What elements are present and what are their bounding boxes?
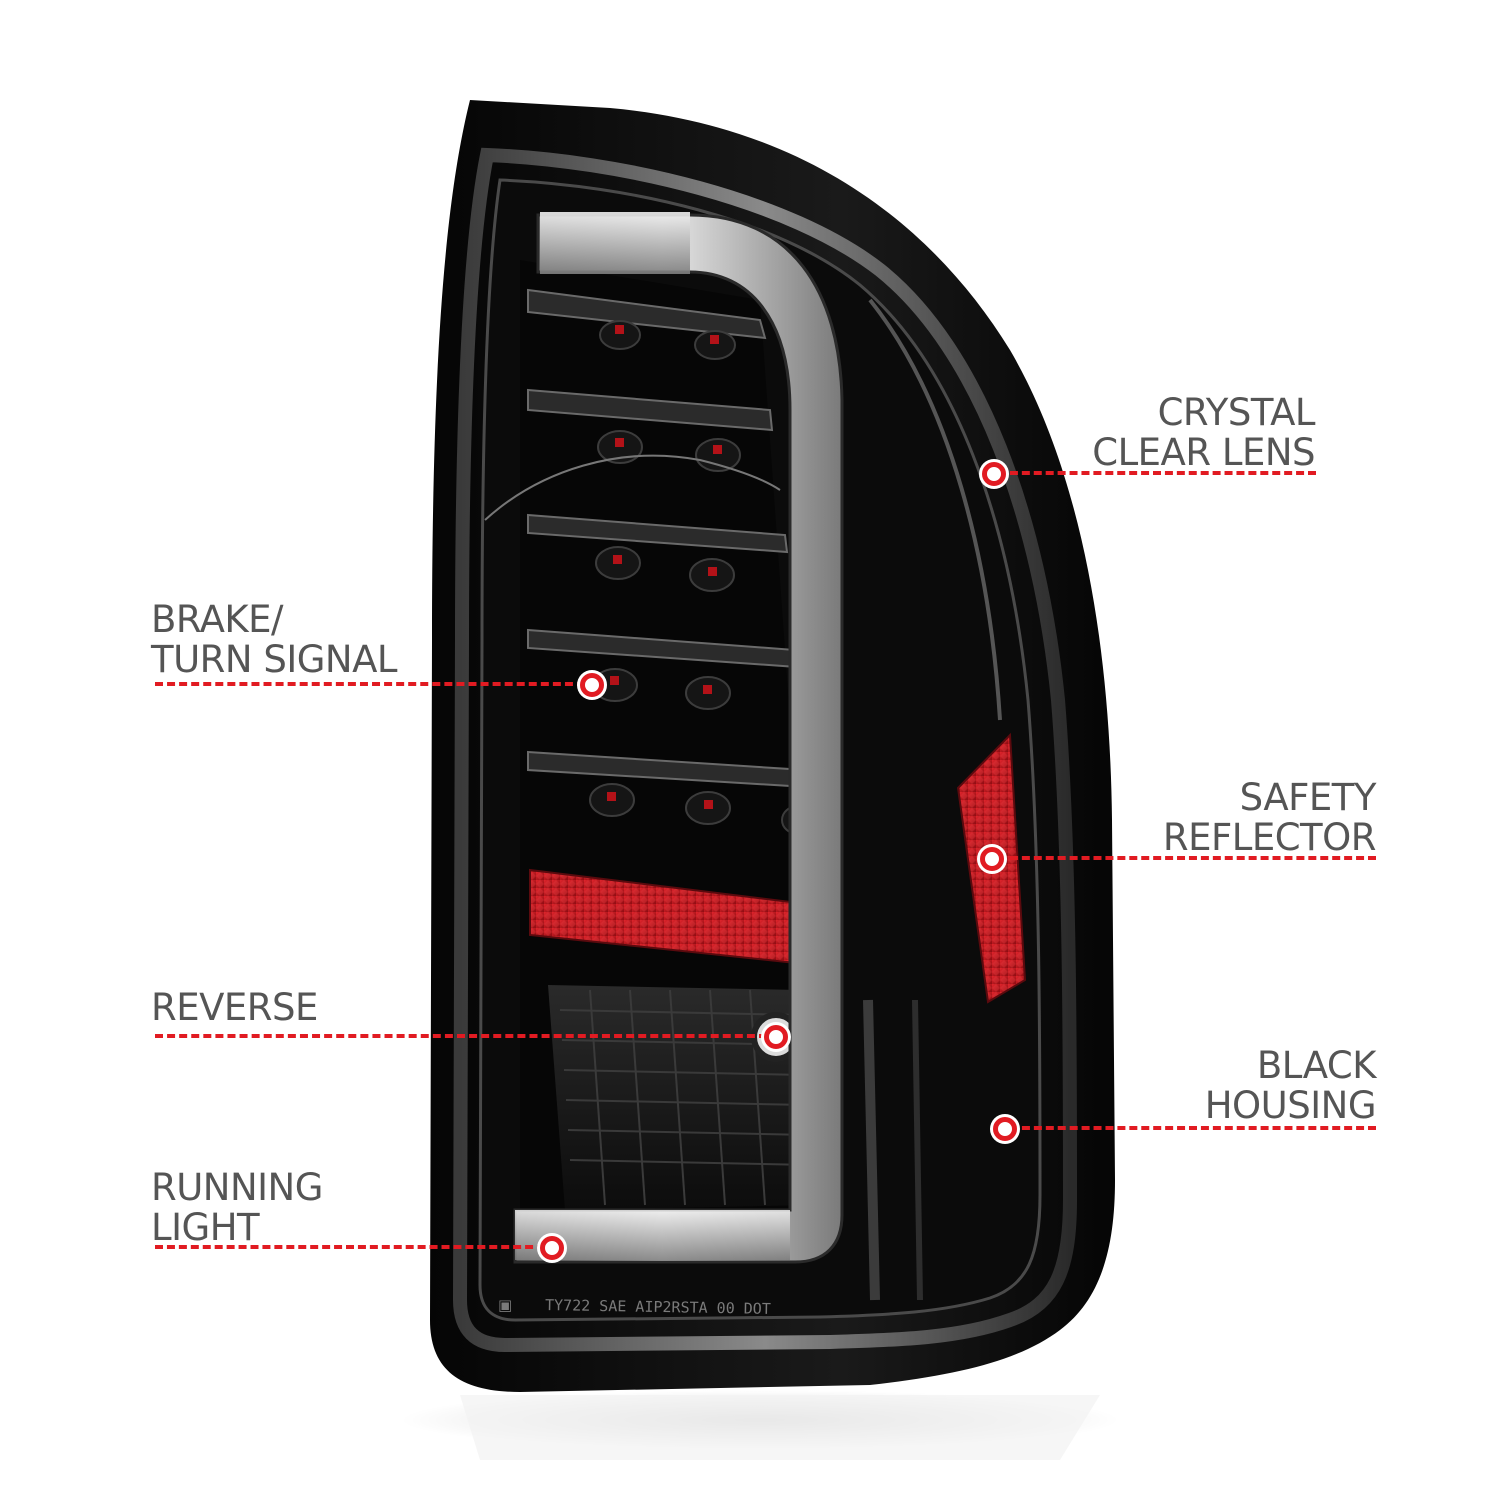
brand-mark-icon: ▣ (498, 1296, 512, 1314)
callout-crystal-dot-icon (982, 462, 1006, 486)
callout-crystal-clear-lens-label: CRYSTAL CLEAR LENS (1092, 393, 1315, 473)
callout-reverse-line1: REVERSE (151, 986, 318, 1029)
callout-running-light-label: RUNNING LIGHT (151, 1168, 323, 1248)
callout-brake-line1: BRAKE/ (151, 598, 284, 641)
callout-housing-leader (1010, 1126, 1376, 1130)
callout-running-dot-icon (540, 1236, 564, 1260)
callout-reverse-leader (155, 1034, 767, 1038)
callout-reverse-label: REVERSE (151, 988, 318, 1028)
callout-housing-dot-icon (993, 1117, 1017, 1141)
lens-marking-text: TY722 SAE AIP2RSTA 00 DOT (545, 1296, 771, 1318)
callout-brake-line2: TURN SIGNAL (151, 638, 398, 681)
callout-crystal-line2: CLEAR LENS (1092, 431, 1315, 474)
callout-crystal-leader (998, 471, 1316, 475)
callout-brake-leader (155, 682, 585, 686)
callout-safety-reflector-label: SAFETY REFLECTOR (1162, 776, 1377, 859)
callout-running-line1: RUNNING (151, 1166, 323, 1209)
callout-running-leader (155, 1245, 545, 1249)
callout-safety-dot-icon (980, 847, 1004, 871)
callout-reverse-dot-icon (764, 1025, 788, 1049)
callout-crystal-line1: CRYSTAL (1157, 391, 1316, 434)
callout-black-housing-label: BLACK HOUSING (1204, 1044, 1377, 1127)
callout-safety-line2: REFLECTOR (1162, 816, 1377, 859)
callout-safety-line1: SAFETY (1239, 776, 1377, 819)
callout-housing-line2: HOUSING (1204, 1084, 1377, 1127)
callout-housing-line1: BLACK (1256, 1044, 1377, 1087)
callout-brake-turn-label: BRAKE/ TURN SIGNAL (151, 598, 398, 681)
callout-running-line2: LIGHT (151, 1206, 260, 1249)
callout-safety-leader (998, 856, 1376, 860)
callout-brake-dot-icon (580, 673, 604, 697)
